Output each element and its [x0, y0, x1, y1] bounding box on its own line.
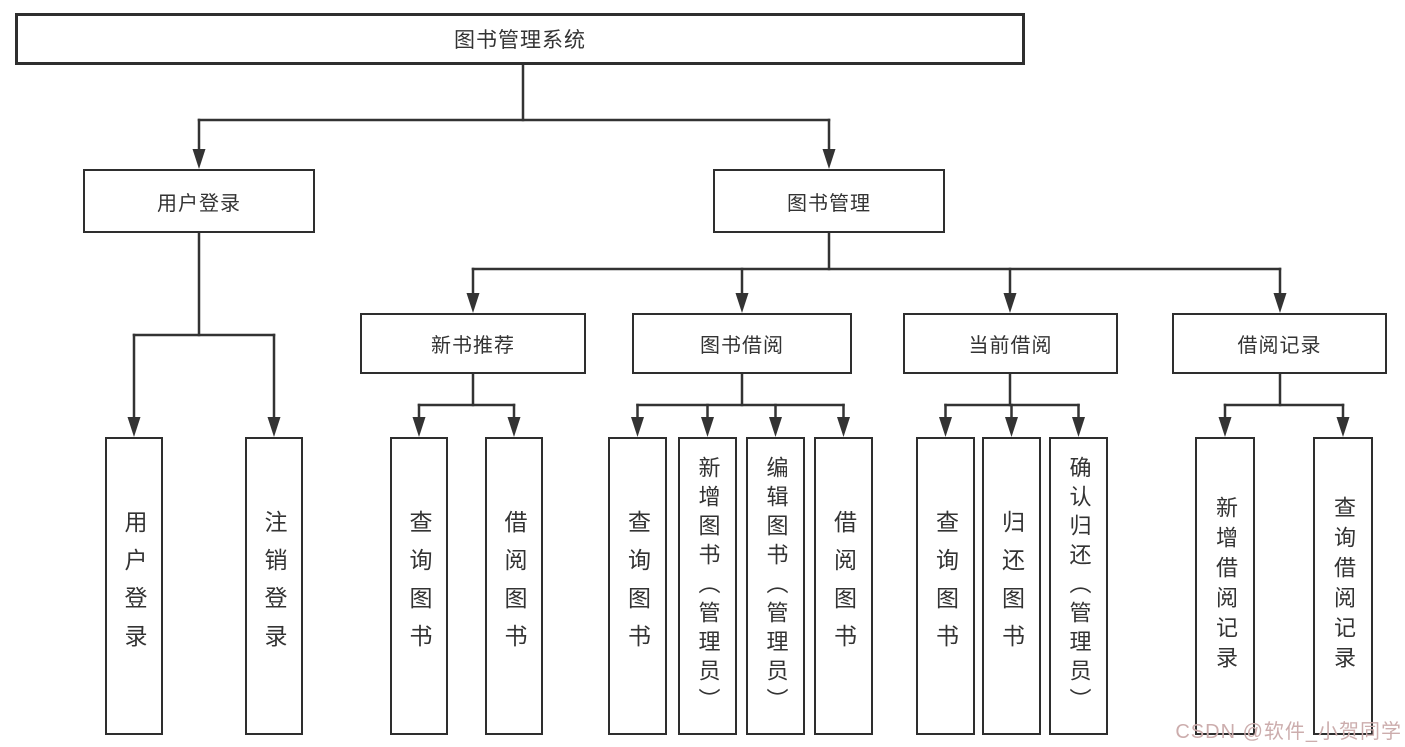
- leaf-return-books: 归还图书: [982, 437, 1041, 735]
- leaf-query-books-recommend: 查询图书: [390, 437, 448, 735]
- node-new-book-recommend: 新书推荐: [360, 313, 586, 374]
- node-user-login: 用户登录: [83, 169, 315, 233]
- leaf-query-books-current-label: 查询图书: [932, 510, 959, 662]
- leaf-edit-books-admin-label: 编辑图书（管理员）: [763, 455, 789, 717]
- leaf-borrow-books-label: 借阅图书: [830, 510, 857, 662]
- node-current-borrow: 当前借阅: [903, 313, 1118, 374]
- node-book-management: 图书管理: [713, 169, 945, 233]
- node-library-management-system: 图书管理系统: [15, 13, 1025, 65]
- leaf-borrow-books-recommend: 借阅图书: [485, 437, 543, 735]
- leaf-query-books-current: 查询图书: [916, 437, 975, 735]
- leaf-user-login: 用户登录: [105, 437, 163, 735]
- node-book-borrow: 图书借阅: [632, 313, 852, 374]
- leaf-logout: 注销登录: [245, 437, 303, 735]
- leaf-query-books-borrow-label: 查询图书: [624, 510, 651, 662]
- leaf-logout-label: 注销登录: [261, 510, 287, 662]
- leaf-add-borrow-record: 新增借阅记录: [1195, 437, 1255, 735]
- leaf-add-books-admin: 新增图书（管理员）: [678, 437, 737, 735]
- leaf-confirm-return-admin: 确认归还（管理员）: [1049, 437, 1108, 735]
- leaf-query-books-recommend-label: 查询图书: [406, 510, 432, 662]
- csdn-watermark: CSDN @软件_小贺同学: [1175, 721, 1402, 743]
- leaf-borrow-books-recommend-label: 借阅图书: [501, 510, 527, 662]
- leaf-confirm-return-admin-label: 确认归还（管理员）: [1066, 455, 1092, 717]
- leaf-add-books-admin-label: 新增图书（管理员）: [695, 455, 721, 717]
- leaf-query-borrow-record-label: 查询借阅记录: [1331, 496, 1356, 676]
- leaf-add-borrow-record-label: 新增借阅记录: [1213, 496, 1238, 676]
- leaf-borrow-books: 借阅图书: [814, 437, 873, 735]
- leaf-user-login-label: 用户登录: [121, 510, 147, 662]
- leaf-return-books-label: 归还图书: [998, 510, 1025, 662]
- leaf-query-books-borrow: 查询图书: [608, 437, 667, 735]
- leaf-edit-books-admin: 编辑图书（管理员）: [746, 437, 805, 735]
- leaf-query-borrow-record: 查询借阅记录: [1313, 437, 1373, 735]
- node-borrow-records: 借阅记录: [1172, 313, 1387, 374]
